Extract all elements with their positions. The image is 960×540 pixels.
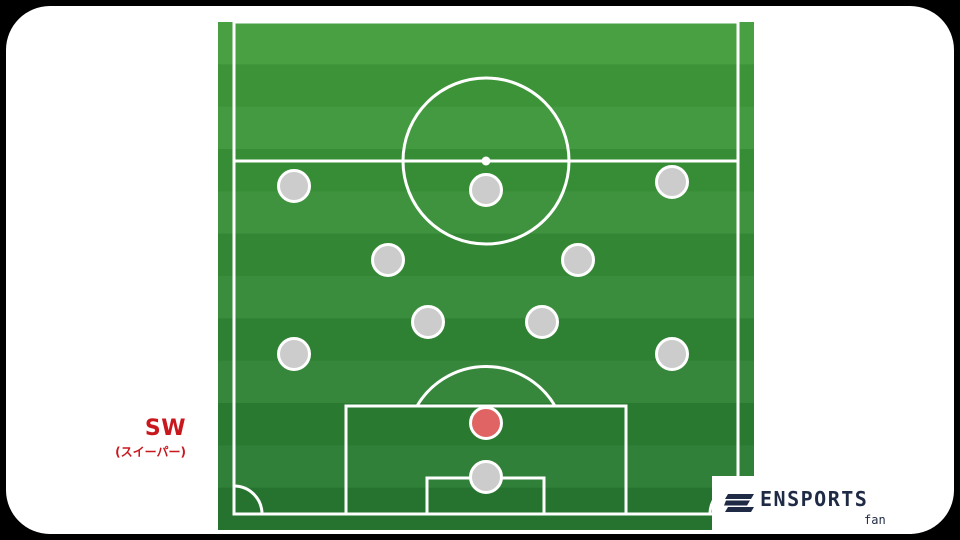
- center-spot: [481, 156, 491, 166]
- pitch-stripes: [218, 22, 754, 530]
- sweeper-reading: (スイーパー): [115, 445, 186, 459]
- player-marker: [561, 243, 595, 277]
- player-marker: [469, 173, 503, 207]
- card: SW (スイーパー) ENSPORTS fan: [6, 6, 954, 534]
- player-marker-goalkeeper: [469, 460, 503, 494]
- player-marker: [371, 243, 405, 277]
- player-marker: [411, 305, 445, 339]
- pitch-stripe: [218, 64, 754, 108]
- player-marker: [655, 165, 689, 199]
- logo-wordmark: ENSPORTS: [760, 487, 869, 511]
- player-marker-sweeper: [469, 406, 503, 440]
- pitch-stripe: [218, 22, 754, 65]
- corner-arc-left: [233, 484, 264, 515]
- player-marker: [655, 337, 689, 371]
- sweeper-label: SW (スイーパー): [115, 416, 186, 462]
- logo-subtext: fan: [864, 513, 886, 527]
- sweeper-abbreviation: SW: [144, 416, 186, 441]
- player-marker: [277, 337, 311, 371]
- ensports-logo: ENSPORTS fan: [712, 476, 912, 534]
- pitch-stripe: [218, 233, 754, 277]
- player-marker: [525, 305, 559, 339]
- pitch-stripe: [218, 276, 754, 319]
- center-circle: [401, 76, 571, 246]
- pitch-stripe: [218, 106, 754, 150]
- football-pitch: [218, 22, 754, 530]
- penalty-arc: [415, 365, 557, 407]
- player-marker: [277, 169, 311, 203]
- pitch-stripe: [218, 487, 754, 530]
- ensports-mark-icon: [724, 494, 754, 512]
